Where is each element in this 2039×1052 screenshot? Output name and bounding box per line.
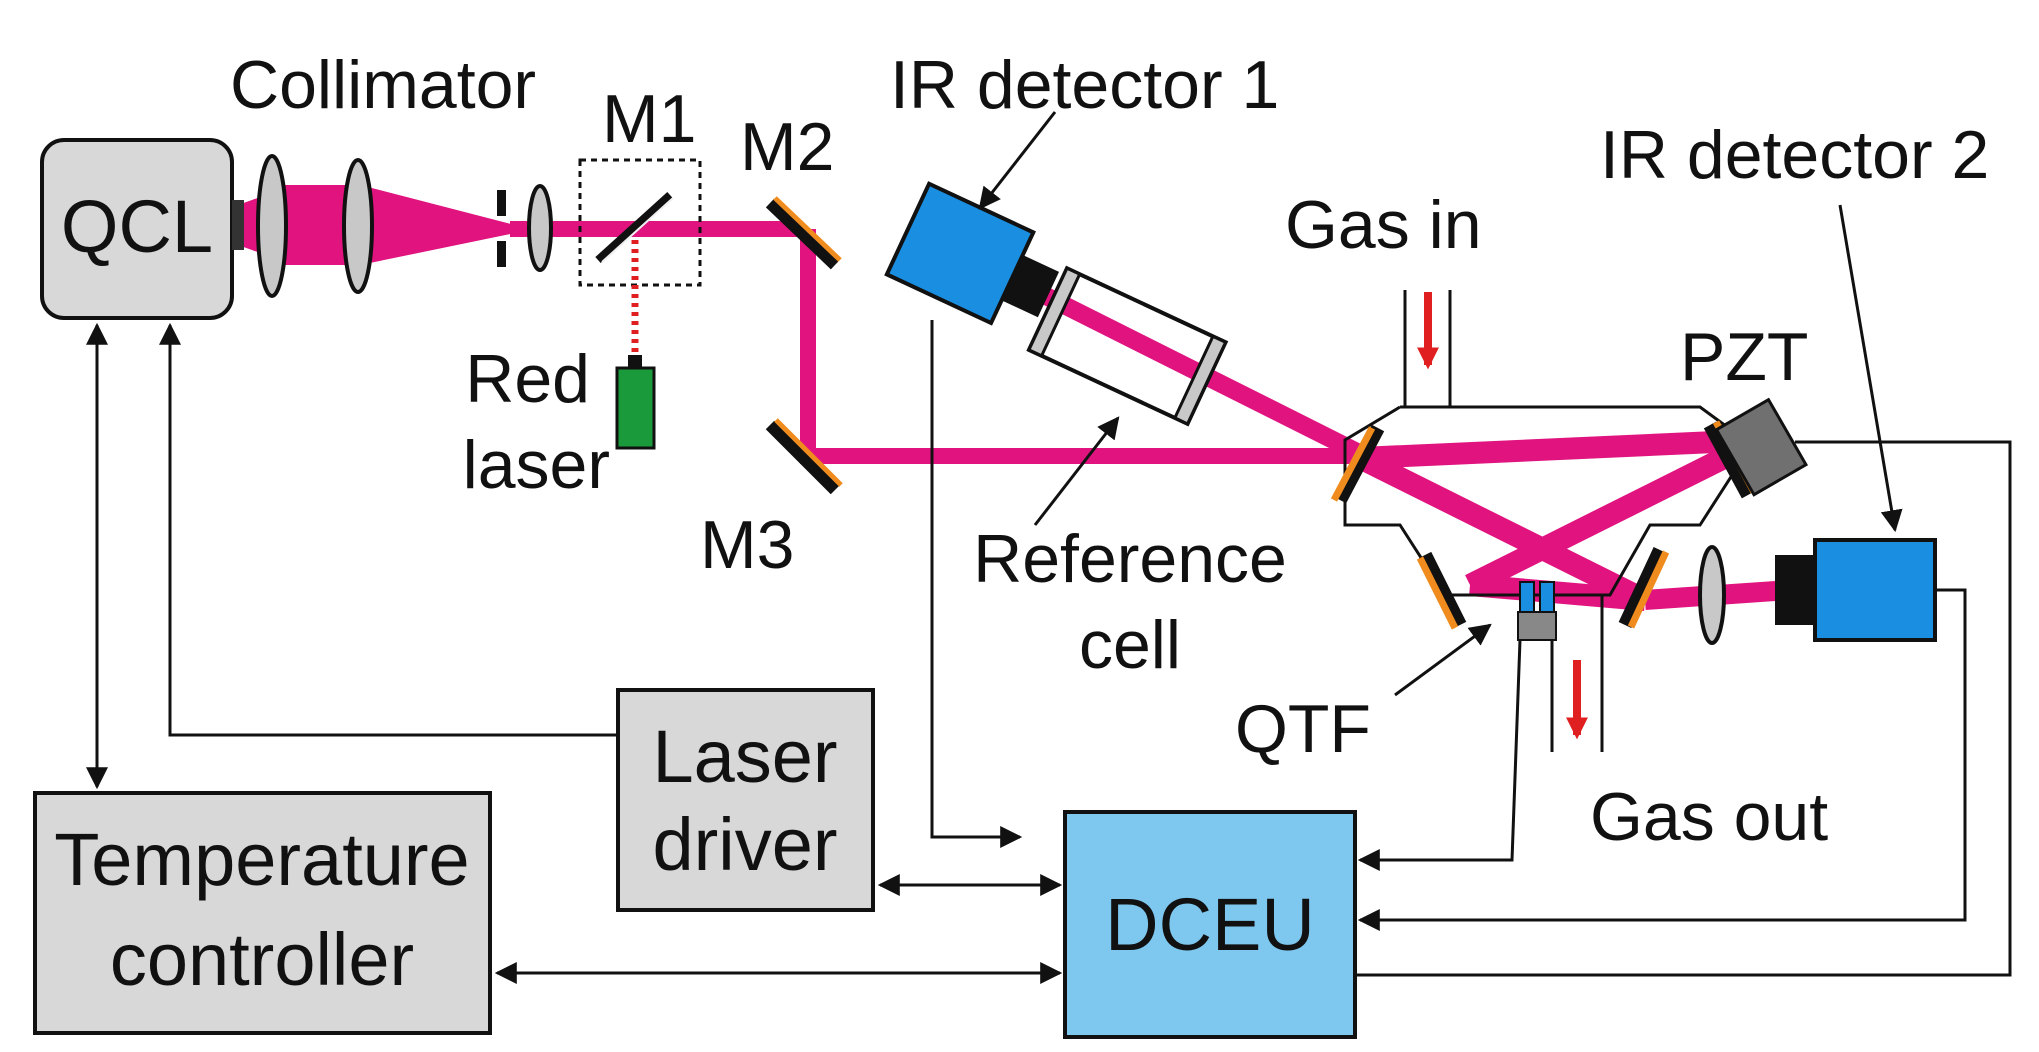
ir-detector-1-dceu-link [930, 320, 1023, 848]
qtf-pointer [1394, 623, 1492, 697]
ir-detector-2-pointer [1838, 204, 1903, 533]
reference-cell-label-line2: cell [1079, 607, 1181, 683]
cell-mirror-input [1330, 424, 1385, 504]
output-lens [1698, 545, 1726, 645]
pzt [1714, 397, 1809, 497]
temperature-controller: Temperature controller [33, 791, 492, 1035]
reference-cell-pointer [1033, 416, 1120, 526]
red-laser [615, 366, 656, 450]
pzt-label: PZT [1680, 319, 1808, 395]
iris [497, 190, 506, 267]
collimator [256, 154, 374, 298]
ir-detector-1-pointer [978, 111, 1057, 210]
qcl-label: QCL [61, 185, 213, 268]
temperature-controller-label-line2: controller [110, 918, 414, 1001]
ir-detector-2-label: IR detector 2 [1600, 117, 1989, 193]
gas-in-label: Gas in [1285, 187, 1482, 263]
laser-driver-label-line2: driver [652, 803, 837, 886]
dceu: DCEU [1063, 810, 1357, 1039]
cell-mirror-lower-right [1618, 547, 1670, 629]
dceu-pzt-link [1355, 440, 2012, 977]
red-laser-aperture [628, 355, 642, 369]
cell-mirror-lower-left [1416, 551, 1467, 630]
gas-out-label: Gas out [1590, 779, 1828, 855]
red-laser-label-line2: laser [463, 427, 610, 503]
ir-detector-1-label: IR detector 1 [890, 47, 1279, 123]
qtf [1517, 581, 1557, 641]
m1-label: M1 [602, 81, 696, 157]
collimator-label: Collimator [230, 47, 536, 123]
laser-driver-label-line1: Laser [652, 715, 837, 798]
temperature-controller-label-line1: Temperature [54, 818, 469, 901]
m3-label: M3 [700, 507, 794, 583]
qtf-dceu-link [1357, 639, 1522, 871]
dceu-label: DCEU [1105, 883, 1315, 966]
m2-mirror [765, 196, 842, 270]
red-laser-label-line1: Red [465, 341, 590, 417]
reference-cell-label-line1: Reference [973, 521, 1287, 597]
lens [527, 184, 553, 272]
reference-cell [1026, 265, 1229, 427]
laser-driver-qcl-link [159, 322, 618, 737]
qcl: QCL [40, 138, 244, 320]
m3-mirror [765, 418, 843, 495]
gas-inlet [1403, 290, 1452, 407]
laser-driver: Laser driver [616, 688, 875, 912]
ir-detector-1 [884, 181, 1060, 326]
ir-detector-2-dceu-link [1357, 588, 1967, 931]
m1-mirror [578, 158, 702, 287]
m2-label: M2 [740, 109, 834, 185]
signal-lines [86, 320, 2012, 984]
qtf-label: QTF [1235, 691, 1371, 767]
ir-detector-2 [1775, 538, 1937, 642]
laser-beam-path [510, 221, 1791, 611]
